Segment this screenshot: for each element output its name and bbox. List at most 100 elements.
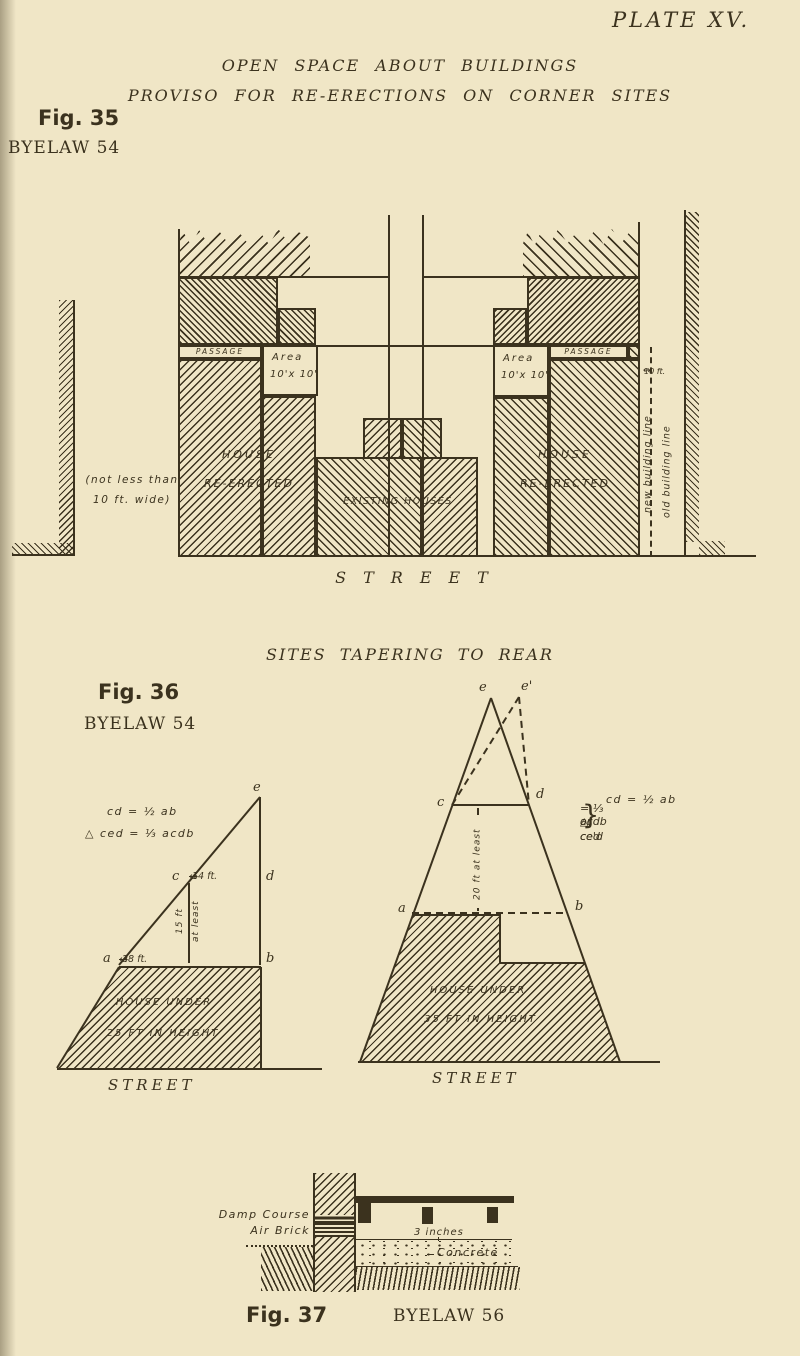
fig36-left-formula1: cd = ½ ab: [107, 805, 178, 818]
arrow-left-icon: ←: [189, 869, 199, 883]
ground-line-left: [246, 1245, 313, 1247]
side-street-corner-hatch: [12, 543, 73, 554]
fig36-right-house-text2: 35 FT IN HEIGHT: [424, 1014, 537, 1025]
air-brick-band: [315, 1224, 354, 1237]
page-gutter-shadow: [0, 0, 16, 1356]
right-house-main-b: [493, 397, 549, 557]
fig36-right-house-text1: HOUSE UNDER: [429, 985, 527, 996]
street-line-right: [684, 555, 756, 557]
formula2-rhs: = ⅓ acdb: [580, 802, 607, 828]
formula2-line1: △ ced: [580, 815, 600, 843]
pt-b-right: b: [575, 899, 584, 914]
fig35-note-line2: 10 ft. wide): [93, 494, 171, 506]
fig36-heading: SITES TAPERING TO REAR: [266, 645, 554, 664]
right-passage-sliver: [628, 345, 640, 359]
pt-b-left: b: [266, 951, 275, 966]
right-area-label2: 10'x 10': [501, 370, 550, 381]
fig37-byelaw: BYELAW 56: [393, 1306, 506, 1326]
fig36-left-formula2: △ ced = ⅓ acdb: [85, 827, 195, 840]
right-area-box: Area 10'x 10': [493, 345, 549, 397]
air-brick-label: Air Brick: [250, 1224, 310, 1237]
concrete-leader: [427, 1254, 434, 1255]
dim-15ft-label: 15 ft: [175, 908, 185, 935]
old-building-corner-hatch: [699, 541, 725, 555]
existing-front-left: [316, 457, 422, 557]
right-passage: PASSAGE: [549, 345, 628, 359]
dim-28ft-label: 28 ft.: [122, 953, 148, 965]
rear-line-left: [178, 276, 388, 278]
pt-d-left: d: [266, 869, 275, 884]
fig35-note-line1: (not less than: [85, 474, 179, 486]
pt-a-right: a: [398, 901, 406, 916]
existing-front-right: [422, 457, 478, 557]
sub-title: PROVISO FOR RE-ERECTIONS ON CORNER SITES: [127, 86, 673, 105]
left-house-rear-block: [178, 277, 278, 345]
pt-e-right: e: [479, 680, 487, 695]
old-building-line-hatch: [686, 212, 699, 542]
left-house-rear-step: [278, 308, 316, 345]
fig36-left-street-label: STREET: [108, 1076, 196, 1094]
fig37-label: Fig. 37: [246, 1303, 328, 1327]
existing-rear-left: [363, 418, 402, 459]
dim-atleast-label: at least: [191, 900, 201, 942]
left-house-left-edge-top: [178, 229, 180, 279]
pt-e2-right: e': [521, 679, 533, 694]
party-line-2: [422, 215, 424, 557]
right-house-right-edge-top: [638, 222, 640, 279]
left-area-label1: Area: [272, 352, 304, 363]
side-street-line: [73, 300, 75, 556]
fig36-label: Fig. 36: [98, 680, 180, 704]
pt-c-left: c: [172, 869, 180, 884]
right-area-label1: Area: [503, 353, 535, 364]
fig36-right-formula1: cd = ½ ab: [606, 793, 677, 806]
fig36-left-house-text2: 25 FT IN HEIGHT: [106, 1028, 220, 1039]
sleeper-pier-1: [358, 1203, 371, 1223]
ground-under-concrete: [356, 1267, 520, 1290]
sleeper-pier-3: [487, 1207, 498, 1223]
damp-course-label: Damp Course: [218, 1208, 310, 1221]
old-building-line: [684, 210, 686, 556]
left-area-label2: 10'x 10': [270, 369, 319, 380]
left-passage: PASSAGE: [178, 345, 262, 359]
arrow-left-icon: ←: [643, 365, 651, 376]
right-house-rear-step: [493, 308, 527, 345]
floor-slab: [356, 1196, 514, 1203]
dim-20ft-label: 20 ft at least: [470, 820, 485, 908]
concrete-layer: [357, 1241, 511, 1266]
concrete-bottom-line: [356, 1266, 518, 1267]
new-building-line: [650, 347, 652, 557]
damp-course-band: [315, 1215, 354, 1224]
party-line-1: [388, 215, 390, 557]
right-house-name2: RE-ERECTED: [520, 477, 610, 490]
wall-brick-lower: [315, 1237, 354, 1292]
left-house-main-a: [178, 359, 262, 557]
dim-line: [119, 958, 121, 960]
three-inches-label: 3 inches: [414, 1227, 464, 1238]
fig35-label: Fig. 35: [38, 106, 120, 130]
pt-d-right: d: [536, 787, 545, 802]
arrow-left-icon: ←: [119, 952, 129, 966]
fig35-byelaw: BYELAW 54: [8, 138, 121, 158]
fig36-right-street-label: STREET: [432, 1069, 520, 1087]
side-street-hatch: [59, 300, 73, 554]
plate-title: PLATE XV.: [612, 8, 751, 32]
side-street-corner-line: [12, 554, 74, 556]
ground-left-of-wall: [261, 1247, 313, 1291]
left-house-name1: HOUSE: [222, 448, 276, 461]
concrete-label: Concrete: [437, 1246, 499, 1259]
mid-line-345: [316, 345, 493, 347]
right-house-name1: HOUSE: [538, 448, 592, 461]
pt-e-left: e: [253, 780, 261, 795]
fig36-left-house-text1: HOUSE UNDER: [115, 997, 213, 1008]
formula2-line2: or ce'd: [580, 815, 603, 843]
fig37-wall: [313, 1173, 356, 1292]
dim-10ft-label: 10 ft.: [644, 366, 666, 376]
existing-houses-label: EXISTING HOUSES: [343, 496, 453, 507]
pt-a-left: a: [103, 951, 111, 966]
right-passage-label: PASSAGE: [564, 347, 613, 357]
dim-14ft-label: 14 ft.: [192, 870, 218, 882]
street-front-line: [178, 555, 686, 557]
concrete-top-line: [356, 1239, 512, 1240]
pt-c-right: c: [437, 795, 445, 810]
